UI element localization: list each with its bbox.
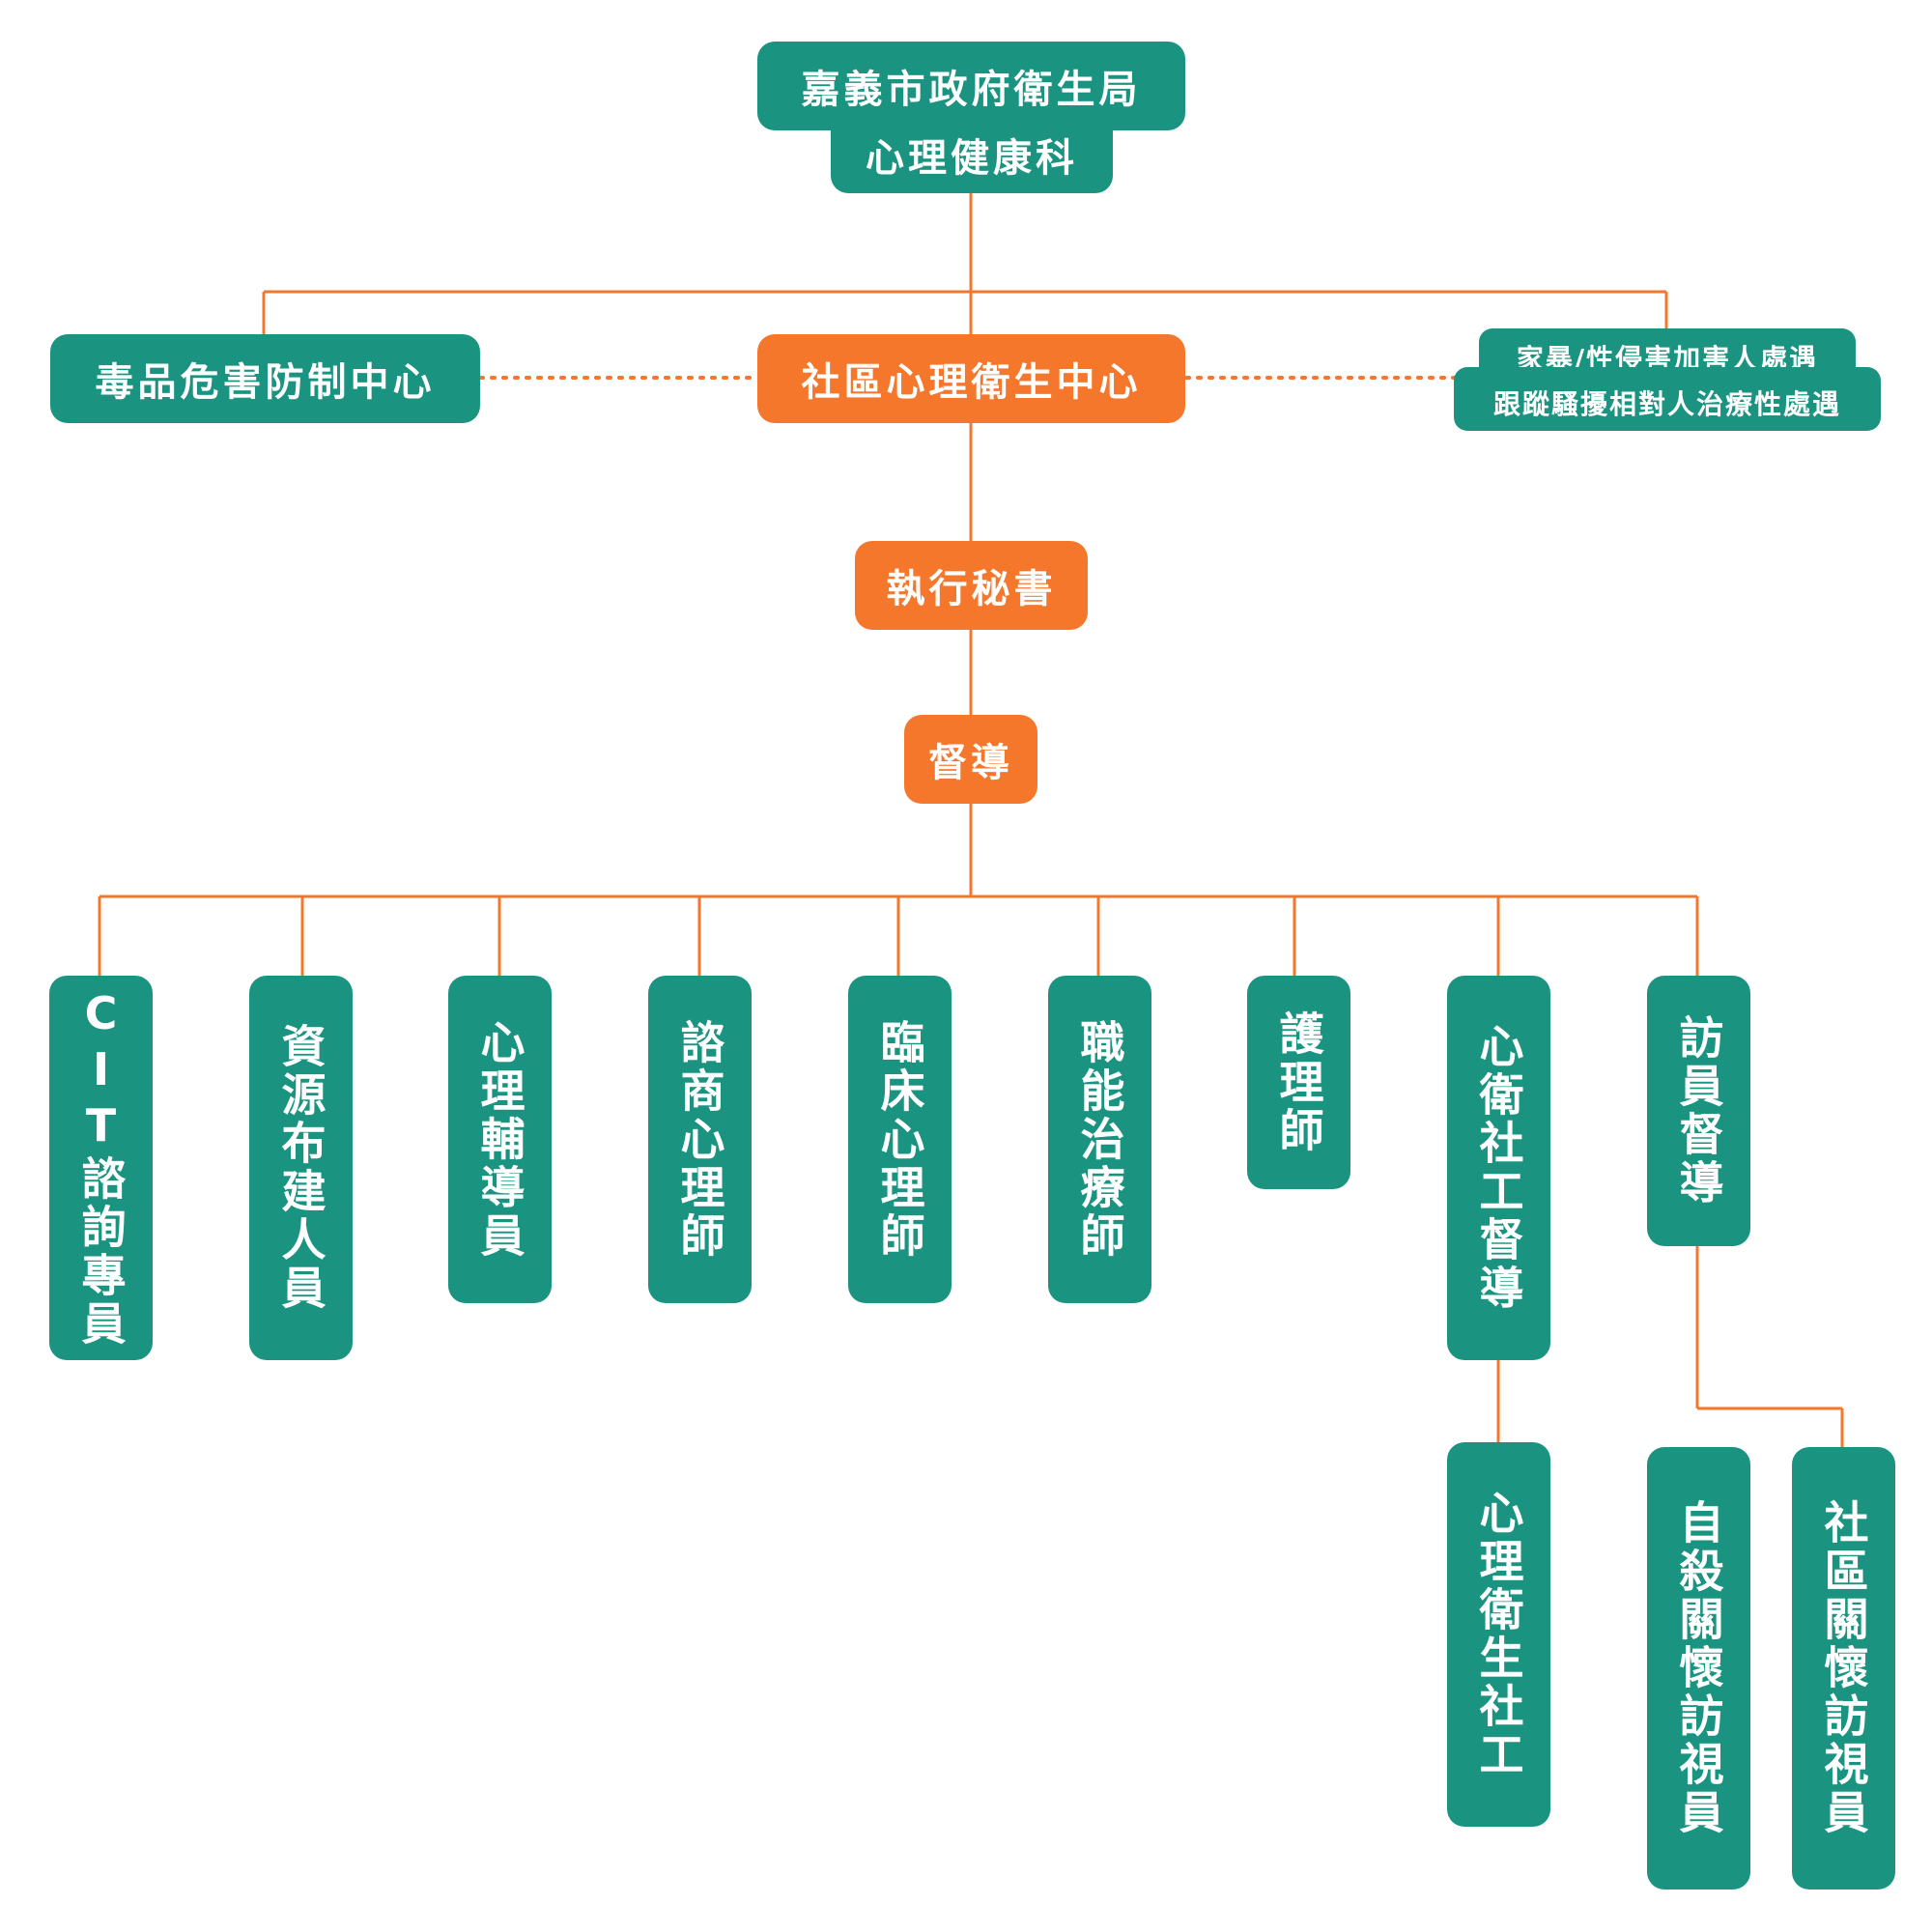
supervisor-box: 督導 [904, 715, 1037, 804]
top-box-lower: 心理健康科 [831, 106, 1113, 193]
staff-box-counselor: 心理輔導員 [448, 976, 552, 1303]
community-mental-health-center-box: 社區心理衛生中心 [757, 334, 1185, 423]
drug-prevention-center-label: 毒品危害防制中心 [95, 360, 436, 405]
top-box-title: 嘉義市政府衛生局 [801, 68, 1142, 112]
staff-box-visitor-supervisor: 訪員督導 [1647, 976, 1750, 1246]
staff-label-clinical-psychologist: 臨床心理師 [873, 1018, 926, 1261]
staff-box-clinical-psychologist: 臨床心理師 [848, 976, 952, 1303]
staff-box-counseling-psychologist: 諮商心理師 [648, 976, 752, 1303]
top-box-subtitle: 心理健康科 [866, 136, 1078, 181]
staff-label-cit: CIT諮詢專員 [74, 987, 128, 1349]
mental-health-social-worker-box: 心理衛生社工 [1447, 1442, 1550, 1827]
staff-box-resource: 資源布建人員 [249, 976, 353, 1360]
staff-label-counseling-psychologist: 諮商心理師 [673, 1018, 726, 1261]
staff-label-counselor: 心理輔導員 [473, 1018, 526, 1261]
staff-box-occupational-therapist: 職能治療師 [1048, 976, 1151, 1303]
staff-label-resource: 資源布建人員 [274, 1023, 327, 1313]
staff-label-nurse: 護理師 [1272, 1009, 1325, 1155]
executive-secretary-label: 執行秘書 [886, 567, 1057, 611]
suicide-care-visitor-box: 自殺關懷訪視員 [1647, 1447, 1750, 1889]
suicide-care-visitor-label: 自殺關懷訪視員 [1672, 1499, 1725, 1837]
community-care-visitor-label: 社區關懷訪視員 [1817, 1499, 1870, 1837]
executive-secretary-box: 執行秘書 [855, 541, 1088, 630]
staff-box-nurse: 護理師 [1247, 976, 1350, 1189]
staff-label-social-work-supervisor: 心衛社工督導 [1472, 1023, 1525, 1313]
right-unit-line2: 跟蹤騷擾相對人治療性處遇 [1492, 388, 1841, 420]
community-mental-health-center-label: 社區心理衛生中心 [801, 360, 1142, 405]
supervisor-label: 督導 [928, 741, 1013, 785]
community-care-visitor-box: 社區關懷訪視員 [1792, 1447, 1895, 1889]
staff-box-cit: CIT諮詢專員 [49, 976, 153, 1360]
staff-box-social-work-supervisor: 心衛社工督導 [1447, 976, 1550, 1360]
drug-prevention-center-box: 毒品危害防制中心 [50, 334, 480, 423]
right-unit-lower: 跟蹤騷擾相對人治療性處遇 [1454, 367, 1881, 431]
staff-label-occupational-therapist: 職能治療師 [1073, 1018, 1126, 1261]
mental-health-social-worker-label: 心理衛生社工 [1472, 1490, 1525, 1779]
staff-label-visitor-supervisor: 訪員督導 [1672, 1014, 1725, 1208]
